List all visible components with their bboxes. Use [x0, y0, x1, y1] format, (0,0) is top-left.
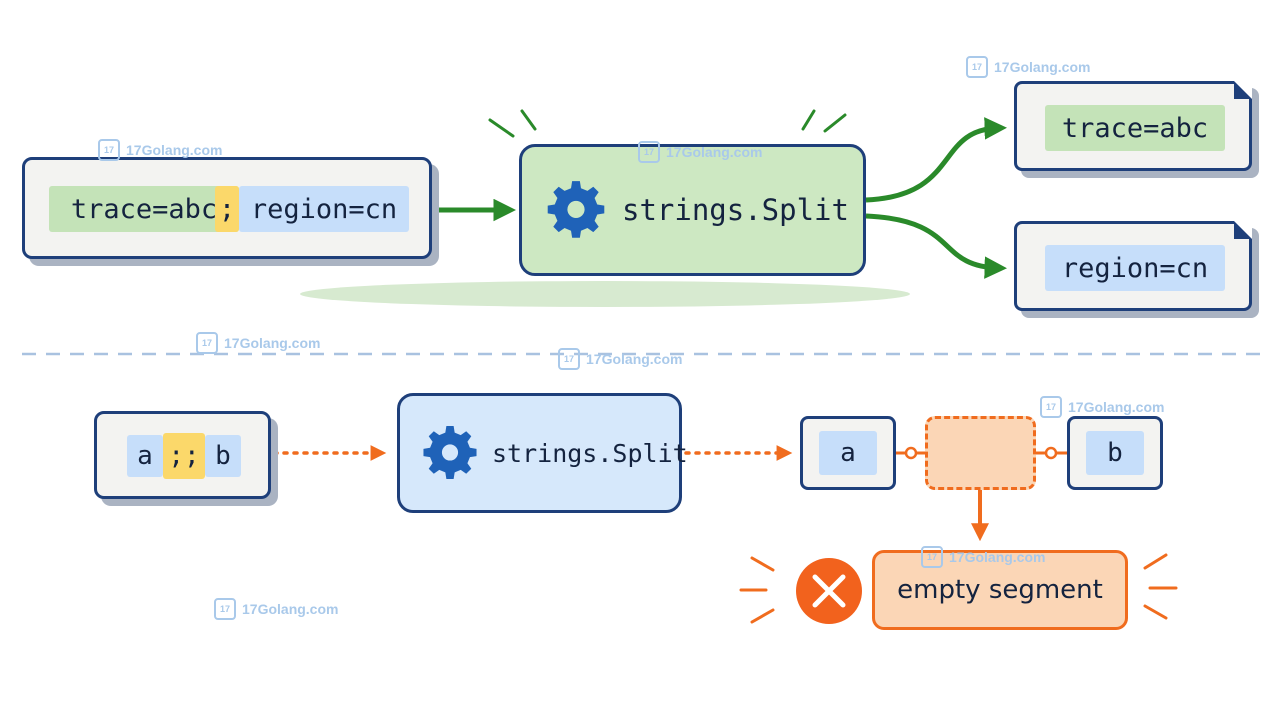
error-burst-mark	[1143, 604, 1168, 620]
error-burst-mark	[750, 608, 775, 624]
error-burst-mark	[750, 556, 775, 572]
split-to-output2-arrow	[865, 213, 1007, 279]
watermark-logo-icon: 17	[638, 141, 660, 163]
empty-segment-error-box: empty segment	[872, 550, 1128, 630]
input-token-separator: ;	[215, 186, 239, 232]
split-function-box: strings.Split	[519, 144, 866, 276]
gear-icon	[547, 181, 605, 238]
watermark-logo-icon: 17	[1040, 396, 1062, 418]
segment-connector-knob	[1044, 446, 1058, 460]
output-segment-b-token: b	[1086, 431, 1144, 475]
bottom-input-box: a ;; b	[94, 411, 271, 499]
output-segment-a: a	[800, 416, 896, 490]
input-token-region: region=cn	[239, 186, 409, 232]
bottom-token-b: b	[205, 435, 241, 477]
output-token-region: region=cn	[1045, 245, 1225, 291]
output-doc-trace: trace=abc	[1014, 81, 1252, 171]
highlight-smudge	[300, 281, 910, 307]
split-to-output1-arrow	[865, 117, 1007, 203]
watermark-logo-icon: 17	[921, 546, 943, 568]
output-segment-b: b	[1067, 416, 1163, 490]
output-segment-a-token: a	[819, 431, 877, 475]
sparkle-mark	[520, 109, 537, 131]
split-function-label: strings.Split	[622, 193, 849, 227]
output-doc-region: region=cn	[1014, 221, 1252, 311]
gear-icon	[423, 425, 477, 480]
output-token-trace: trace=abc	[1045, 105, 1225, 151]
dogear-corner	[1234, 81, 1252, 99]
sparkle-mark	[823, 113, 847, 133]
error-burst-mark	[1143, 553, 1168, 570]
bottom-token-separators: ;;	[163, 433, 205, 479]
bottom-token-a: a	[127, 435, 163, 477]
bottom-split-function-box: strings.Split	[397, 393, 688, 513]
input-token-trace: trace=abc	[49, 186, 239, 232]
watermark-logo-icon: 17	[98, 139, 120, 161]
input-string-box: trace=abc ; region=cn	[22, 157, 432, 259]
watermark-logo-icon: 17	[196, 332, 218, 354]
sparkle-mark	[488, 118, 515, 138]
segment-connector-knob	[904, 446, 918, 460]
output-segment-empty	[925, 416, 1036, 490]
watermark-logo-icon: 17	[214, 598, 236, 620]
watermark-logo-icon: 17	[558, 348, 580, 370]
bottom-split-function-label: strings.Split	[492, 438, 688, 468]
sparkle-mark	[801, 109, 816, 131]
empty-segment-error-label: empty segment	[897, 575, 1103, 605]
watermark-logo-icon: 17	[966, 56, 988, 78]
dogear-corner	[1234, 221, 1252, 239]
error-x-icon	[796, 558, 862, 624]
